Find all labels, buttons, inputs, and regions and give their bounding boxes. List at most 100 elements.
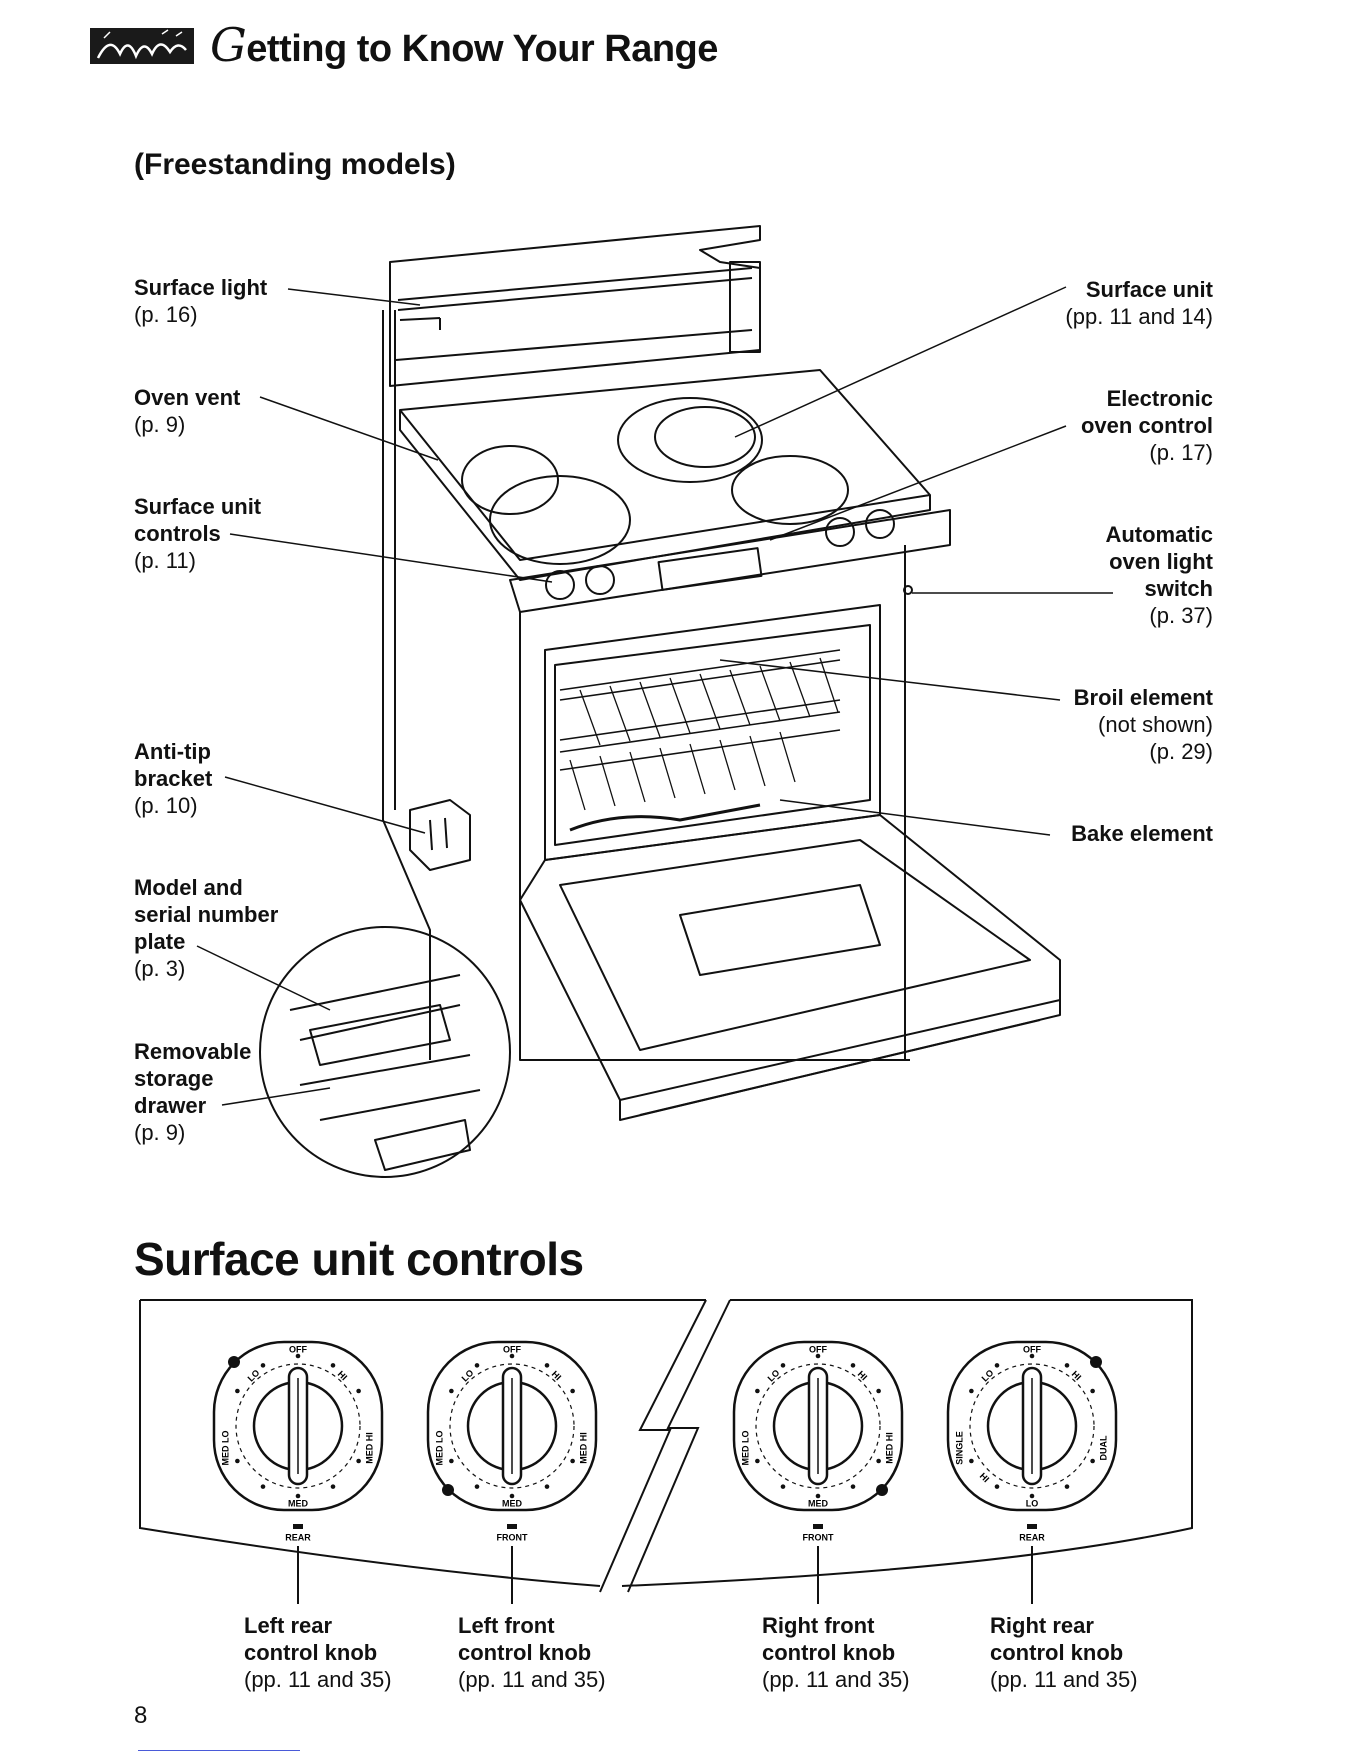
active-indicator-dot [876, 1484, 888, 1496]
electronic-control-display [657, 547, 763, 591]
label-light-line1: Automatic [1105, 522, 1213, 547]
dial-label-bottom: MED [502, 1498, 523, 1508]
knob-label-line1: Left rear [244, 1613, 333, 1638]
range-side [382, 310, 431, 1060]
label-electronic-control: Electronic oven control (p. 17) [1081, 385, 1213, 466]
position-marker [813, 1524, 823, 1529]
oven-rack-lower [559, 699, 841, 753]
brand-logo-icon [90, 28, 194, 64]
label-drawer-line2: storage [134, 1066, 214, 1091]
dial-label-top: OFF [1023, 1344, 1041, 1354]
label-suc-line1: Surface unit [134, 494, 262, 519]
position-label: FRONT [497, 1532, 528, 1542]
anti-tip-bracket [409, 799, 471, 871]
label-bake-element: Bake element [1071, 820, 1213, 847]
surface-unit-front-left [461, 445, 559, 515]
surface-unit-rear-left [489, 475, 631, 565]
knob-label-ref: (pp. 11 and 35) [458, 1667, 606, 1692]
label-anti-tip-line2: bracket [134, 766, 213, 791]
active-indicator-dot [1090, 1356, 1102, 1368]
position-label: REAR [1019, 1532, 1045, 1542]
oven-light-switch [903, 585, 913, 595]
header-initial: G [210, 18, 247, 72]
position-label: FRONT [803, 1532, 834, 1542]
knob-label-ref: (pp. 11 and 35) [244, 1667, 392, 1692]
surface-unit-front-right [731, 455, 849, 525]
knob-label-line2: control knob [762, 1640, 896, 1665]
oven-door-window [679, 884, 881, 976]
dial-label-top: OFF [809, 1344, 827, 1354]
knob-label-ref: (pp. 11 and 35) [762, 1667, 910, 1692]
knob-label-line2: control knob [458, 1640, 592, 1665]
dial-label-bottom: LO [1026, 1498, 1039, 1508]
dial-label-left-lower: MED LO [434, 1431, 444, 1466]
label-bake-name: Bake element [1071, 821, 1213, 846]
knob-label-line1: Right rear [990, 1613, 1094, 1638]
knob-label-line2: control knob [244, 1640, 378, 1665]
footer-rule [138, 1750, 300, 1751]
label-drawer-line1: Removable [134, 1039, 252, 1064]
dial-label-bottom: MED [808, 1498, 829, 1508]
leader-lines [196, 286, 1113, 1106]
label-suc-line2: controls [134, 521, 221, 546]
label-broil-name: Broil element [1073, 685, 1213, 710]
dial-label-left-lower: MED LO [220, 1431, 230, 1466]
label-surface-unit: Surface unit (pp. 11 and 14) [1065, 276, 1213, 330]
label-anti-tip: Anti-tip bracket (p. 10) [134, 738, 212, 819]
label-broil-note: (not shown) [1098, 712, 1213, 737]
label-model-line2: serial number [134, 902, 279, 927]
range-backguard [389, 225, 761, 387]
position-marker [507, 1524, 517, 1529]
dial-label-right-lower: MED HI [364, 1432, 374, 1464]
bake-element [569, 803, 761, 832]
dial-label-top: OFF [503, 1344, 521, 1354]
dial-label-right-lower: MED HI [884, 1432, 894, 1464]
dial-label-right-lower: DUAL [1098, 1435, 1108, 1460]
label-surface-light-ref: (p. 16) [134, 302, 198, 327]
label-oven-vent-name: Oven vent [134, 385, 241, 410]
label-drawer-line3: drawer [134, 1093, 207, 1118]
label-surface-unit-controls: Surface unit controls (p. 11) [134, 493, 261, 574]
position-marker [1027, 1524, 1037, 1529]
label-light-line3: switch [1144, 576, 1213, 601]
knob-label-ref: (pp. 11 and 35) [990, 1667, 1138, 1692]
position-label: REAR [285, 1532, 311, 1542]
knob-label-left-rear: Left rear control knob (pp. 11 and 35) [244, 1612, 392, 1693]
section-title: Surface unit controls [134, 1233, 584, 1285]
dial-label-bottom: MED [288, 1498, 309, 1508]
subtitle: (Freestanding models) [134, 148, 456, 181]
header-title: etting to Know Your Range [246, 28, 718, 70]
label-suc-ref: (p. 11) [134, 548, 196, 573]
storage-drawer-inset [259, 926, 511, 1178]
label-broil-element: Broil element (not shown) (p. 29) [1074, 684, 1213, 765]
active-indicator-dot [228, 1356, 240, 1368]
label-model-line3: plate [134, 929, 186, 954]
knob-label-line1: Left front [458, 1613, 555, 1638]
label-surface-unit-ref: (pp. 11 and 14) [1065, 304, 1213, 329]
label-anti-tip-ref: (p. 10) [134, 793, 198, 818]
dial-label-left-lower: SINGLE [954, 1431, 964, 1465]
label-electronic-line1: Electronic [1106, 386, 1213, 411]
control-panel [509, 509, 951, 613]
label-surface-light: Surface light (p. 16) [134, 274, 267, 328]
label-light-line2: oven light [1109, 549, 1213, 574]
knob-label-right-front: Right front control knob (pp. 11 and 35) [762, 1612, 910, 1693]
label-drawer-ref: (p. 9) [134, 1120, 186, 1145]
label-broil-ref: (p. 29) [1149, 739, 1213, 764]
label-electronic-line2: oven control [1080, 413, 1213, 438]
page-header: Getting to Know Your Range [210, 18, 718, 72]
dial-label-top: OFF [289, 1344, 307, 1354]
knob-label-line2: control knob [990, 1640, 1124, 1665]
dial-label-left-lower: MED LO [740, 1431, 750, 1466]
dial-label-right-lower: MED HI [578, 1432, 588, 1464]
label-anti-tip-line1: Anti-tip [134, 739, 211, 764]
label-model-line1: Model and [134, 875, 243, 900]
position-marker [293, 1524, 303, 1529]
label-surface-light-name: Surface light [134, 275, 268, 300]
